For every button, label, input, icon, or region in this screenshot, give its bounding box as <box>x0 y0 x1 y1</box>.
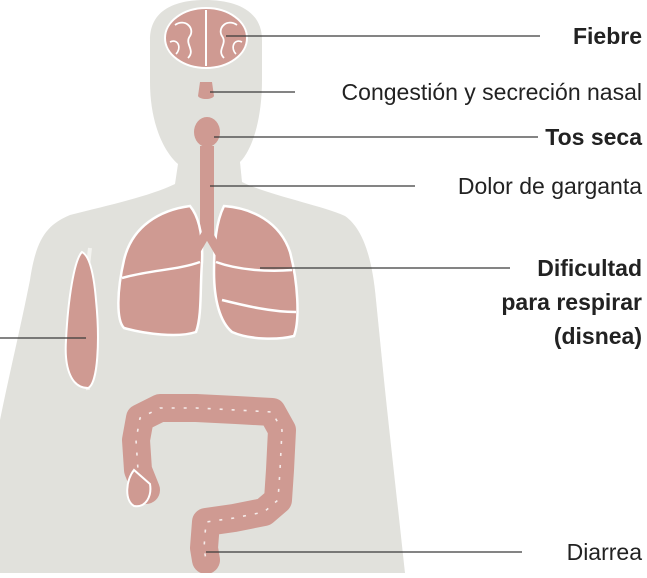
label-dificultad-line1: Dificultad <box>537 253 642 283</box>
brain <box>165 8 247 68</box>
label-diarrea: Diarrea <box>567 537 642 567</box>
label-dolor-garganta: Dolor de garganta <box>458 171 642 201</box>
label-tos-seca: Tos seca <box>545 122 642 152</box>
label-dificultad-line3: (disnea) <box>554 321 642 351</box>
larynx <box>194 117 220 147</box>
trachea <box>200 146 214 238</box>
nasal-cavity <box>198 82 214 99</box>
label-fiebre: Fiebre <box>573 21 642 51</box>
label-congestion-nasal: Congestión y secreción nasal <box>342 77 642 107</box>
label-dificultad-line2: para respirar <box>501 287 642 317</box>
